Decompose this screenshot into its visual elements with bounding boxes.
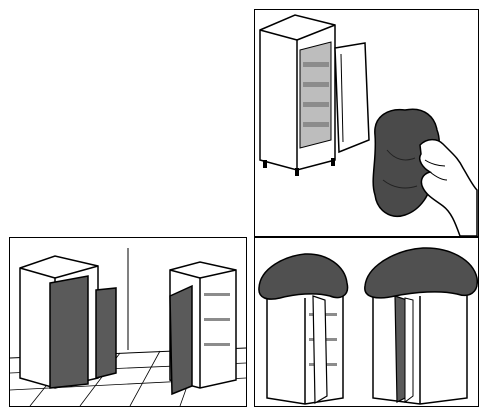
cloth-wiping-icon (255, 10, 478, 236)
illustration-covered (254, 237, 479, 407)
illustration-doors-open (9, 237, 247, 407)
open-doors-icon (10, 238, 246, 406)
illustration-cleaning (254, 9, 479, 237)
covered-cabinet-icon (255, 238, 478, 406)
